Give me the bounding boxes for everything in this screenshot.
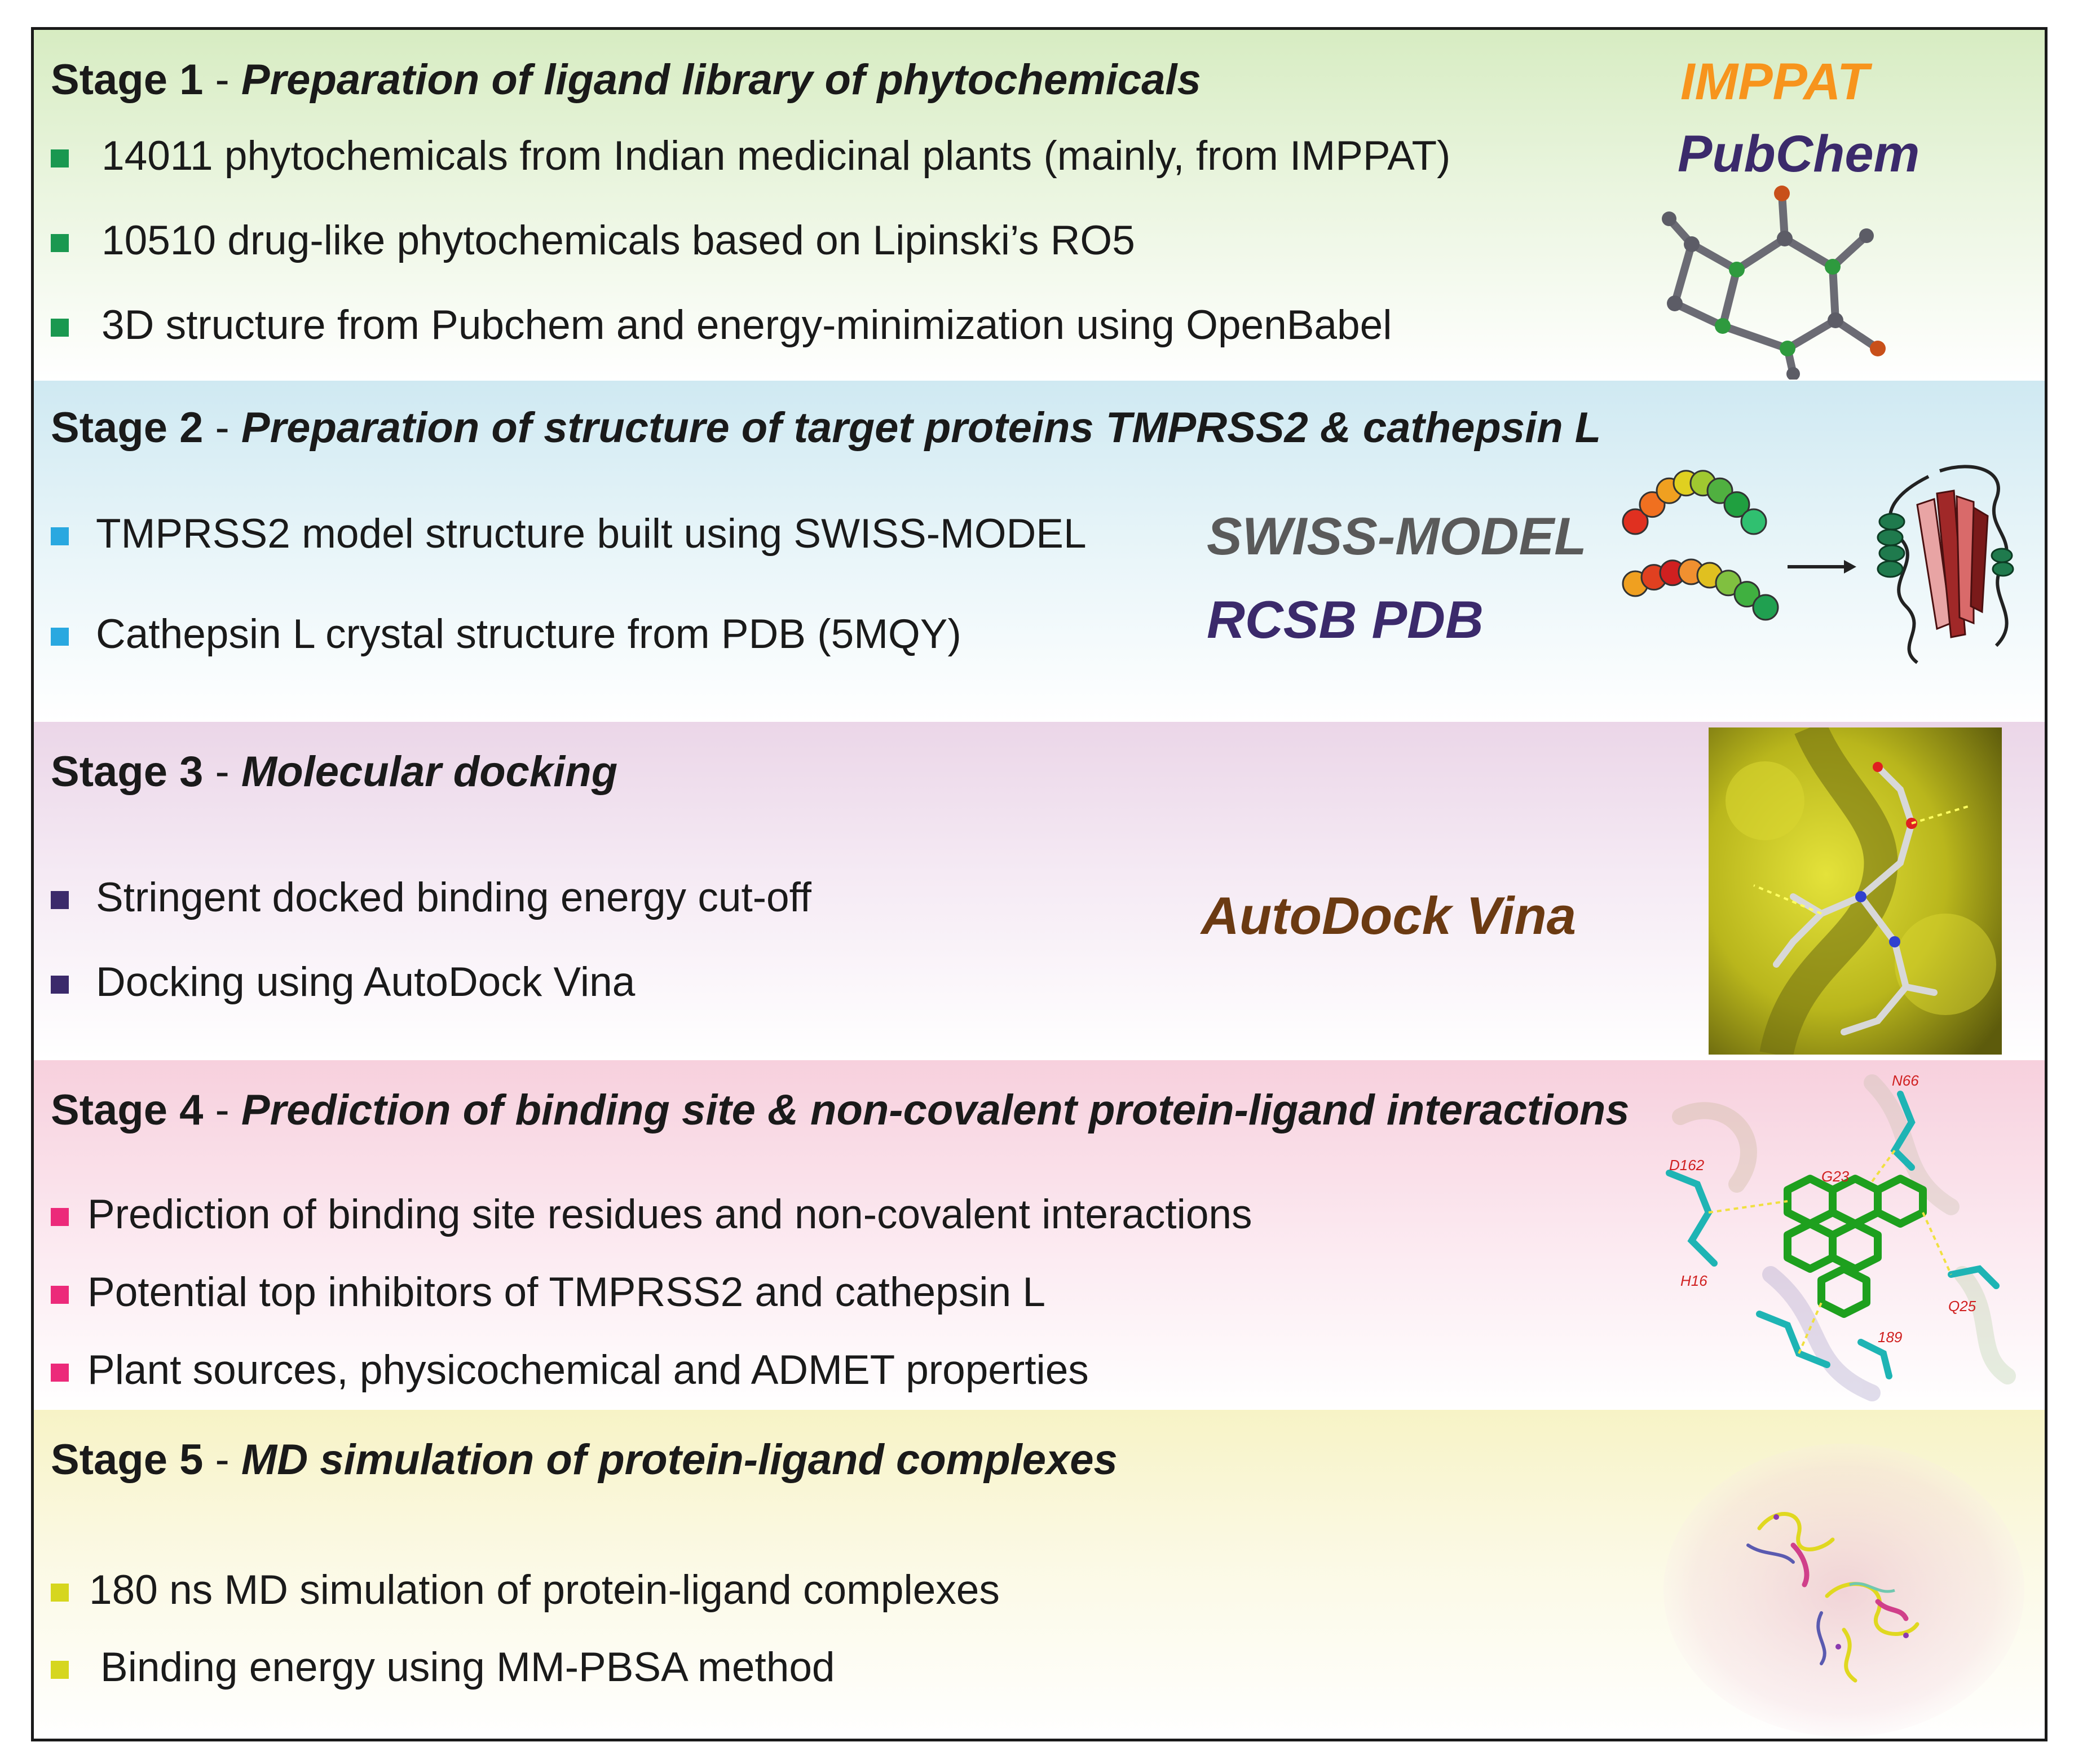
stage-3-bullet-2: Docking using AutoDock Vina (96, 959, 636, 1005)
residue-label-q25: Q25 (1948, 1298, 1976, 1315)
stage-4-bullet-1: Prediction of binding site residues and … (87, 1192, 1252, 1237)
stage-5-subtitle: MD simulation of protein-ligand complexe… (241, 1436, 1118, 1484)
stage-1-label: Stage 1 (51, 56, 204, 104)
stage-2-subtitle: Preparation of structure of target prote… (241, 404, 1601, 452)
amino-acid-bead (1723, 491, 1750, 518)
stage-4-bullet-3: Plant sources, physicochemical and ADMET… (87, 1347, 1089, 1393)
rcsb-pdb-logo-text: RCSB PDB (1207, 590, 1484, 649)
stage-1-bullet-marker (51, 319, 69, 337)
stage-2-label: Stage 2 (51, 404, 204, 452)
amino-acid-bead (1733, 581, 1760, 608)
stage-5-bullet-marker (51, 1584, 69, 1602)
stage-4-bullet-marker (51, 1286, 69, 1304)
stage-3-bullet-marker (51, 976, 69, 994)
stage-5-title: Stage 5 - MD simulation of protein-ligan… (51, 1435, 1118, 1484)
amino-acid-bead (1752, 594, 1779, 621)
stage-1-bullet-marker (51, 149, 69, 167)
stage-2-title: Stage 2 - Preparation of structure of ta… (51, 403, 1601, 452)
residue-label-g23: G23 (1821, 1168, 1850, 1185)
stage-3-title: Stage 3 - Molecular docking (51, 747, 617, 796)
docking-surface-image (1709, 727, 2002, 1055)
imppat-logo-text: IMPPAT (1680, 53, 1869, 111)
stage-4-label: Stage 4 (51, 1086, 204, 1134)
stage-1-panel: Stage 1 - Preparation of ligand library … (34, 30, 2045, 381)
stage-5-separator: - (215, 1436, 230, 1484)
stage-4-bullet-marker (51, 1208, 69, 1226)
amino-acid-bead (1622, 508, 1649, 535)
stage-2-bullet-1: TMPRSS2 model structure built using SWIS… (96, 511, 1087, 557)
stage-2-bullet-marker (51, 527, 69, 545)
residue-label-189: 189 (1878, 1329, 1902, 1346)
stage-5-bullet-1: 180 ns MD simulation of protein-ligand c… (89, 1567, 1000, 1613)
stage-3-panel: Stage 3 - Molecular docking Stringent do… (34, 722, 2045, 1060)
stage-2-bullet-marker (51, 628, 69, 646)
stage-1-separator: - (215, 56, 230, 104)
stage-1-subtitle: Preparation of ligand library of phytoch… (241, 56, 1201, 104)
swiss-model-logo-text: SWISS-MODEL (1207, 506, 1587, 566)
stage-4-separator: - (215, 1086, 230, 1134)
binding-site-interaction-image: N66 D162 G23 H16 Q25 189 (1666, 1072, 2016, 1401)
stage-2-separator: - (215, 404, 230, 452)
stage-2-panel: Stage 2 - Preparation of structure of ta… (34, 381, 2045, 722)
stage-1-bullet-2: 10510 drug-like phytochemicals based on … (102, 218, 1135, 263)
md-simulation-box-image (1663, 1444, 2024, 1737)
stage-3-label: Stage 3 (51, 748, 204, 796)
stage-4-bullet-2: Potential top inhibitors of TMPRSS2 and … (87, 1269, 1045, 1315)
autodock-vina-logo-text: AutoDock Vina (1201, 886, 1577, 945)
residue-label-n66: N66 (1892, 1072, 1919, 1089)
stage-1-bullet-marker (51, 234, 69, 252)
stage-3-subtitle: Molecular docking (241, 748, 618, 796)
stage-4-title: Stage 4 - Prediction of binding site & n… (51, 1086, 1630, 1135)
stage-1-bullet-3: 3D structure from Pubchem and energy-min… (102, 302, 1392, 348)
stage-4-subtitle: Prediction of binding site & non-covalen… (241, 1086, 1630, 1134)
workflow-frame: Stage 1 - Preparation of ligand library … (31, 27, 2047, 1741)
stage-5-bullet-marker (51, 1661, 69, 1679)
stage-1-title: Stage 1 - Preparation of ligand library … (51, 55, 1201, 104)
stage-1-bullet-1: 14011 phytochemicals from Indian medicin… (102, 133, 1451, 179)
stage-4-panel: Stage 4 - Prediction of binding site & n… (34, 1060, 2045, 1410)
stage-4-bullet-marker (51, 1364, 69, 1382)
residue-label-h16: H16 (1680, 1272, 1707, 1289)
stage-5-label: Stage 5 (51, 1436, 204, 1484)
residue-label-d162: D162 (1669, 1157, 1705, 1174)
protein-folding-icon (1622, 465, 2014, 664)
stage-2-bullet-2: Cathepsin L crystal structure from PDB (… (96, 611, 961, 657)
stage-3-separator: - (215, 748, 230, 796)
stage-5-bullet-2: Binding energy using MM-PBSA method (100, 1644, 835, 1690)
stage-3-bullet-1: Stringent docked binding energy cut-off (96, 875, 811, 920)
amino-acid-bead (1740, 508, 1767, 535)
stage-3-bullet-marker (51, 891, 69, 909)
stage-5-panel: Stage 5 - MD simulation of protein-ligan… (34, 1410, 2045, 1739)
molecule-ball-stick-icon (1662, 186, 1886, 380)
pubchem-logo-text: PubChem (1678, 125, 1920, 183)
